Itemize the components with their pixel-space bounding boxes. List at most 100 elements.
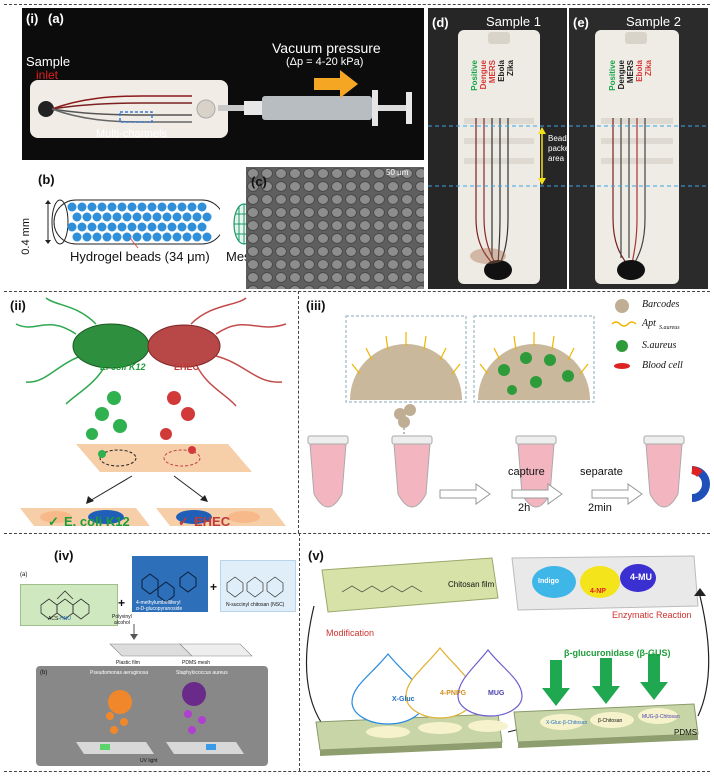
microfluidic-device-illustration: [30, 70, 412, 138]
hydrogel-beads-schematic: [45, 199, 220, 249]
bead-packed-label-2: packed: [548, 144, 574, 153]
channel-e-positive: Positive: [608, 60, 617, 91]
step-capture-label: capture: [508, 466, 545, 478]
pdms-mesh-label: PDMS mesh: [182, 660, 211, 666]
hydrogel-bead: [202, 212, 212, 222]
nsc-label: N-succinyl chitosan (NSC): [226, 602, 285, 608]
hydrogel-bead: [157, 202, 167, 212]
hydrogel-bead: [192, 232, 202, 242]
bead-packed-label-1: Bead: [548, 134, 567, 143]
acs-label: ACS-: [48, 616, 60, 622]
four-np-label: 4-NP: [590, 588, 606, 595]
hydrogel-bead: [172, 212, 182, 222]
divider-bottom: [4, 771, 710, 772]
hydrogel-bead: [202, 232, 212, 242]
hydrogel-bead: [127, 202, 137, 212]
panel-a-photo: [22, 8, 424, 160]
legend-barcodes: Barcodes: [642, 299, 680, 310]
hydrogel-bead: [137, 202, 147, 212]
time-2min-label: 2min: [588, 502, 612, 514]
sample-label: Sample: [26, 54, 71, 69]
hydrogel-bead: [187, 202, 197, 212]
pressure-range: (Δp = 4-20 kPa): [286, 56, 364, 68]
hydrogel-bead: [92, 232, 102, 242]
legend-apt: Apt: [642, 318, 656, 329]
check-icon-ecoli: ✓: [48, 514, 59, 529]
hydrogel-bead: [152, 232, 162, 242]
four-mu-label: 4-MU: [630, 572, 652, 582]
sample-tube: [309, 443, 347, 508]
tube-cap: [391, 435, 433, 445]
sample-1-device: [428, 30, 567, 284]
multi-channels-label: Multi-channels: [96, 128, 167, 140]
hydrogel-bead: [112, 232, 122, 242]
chitosan-film-label: Chitosan film: [448, 580, 495, 589]
channel-d-mers: MERS: [488, 60, 497, 84]
hydrogel-bead: [187, 222, 197, 232]
sample-tube: [645, 443, 683, 508]
polyvinyl-label-2: alcohol: [114, 620, 130, 626]
plastic-film-label: Plastic film: [116, 660, 140, 666]
channel-d-ebola: Ebola: [497, 60, 506, 82]
hydrogel-bead: [67, 222, 77, 232]
check-icon-ehec: ✓: [178, 514, 189, 529]
hydrogel-bead: [147, 202, 157, 212]
polyvinyl-label-1: Polyvinyl: [112, 614, 132, 620]
section-iii-label: (iii): [306, 298, 326, 313]
enzyme-label: β-glucuronidase (β-GUS): [564, 648, 671, 658]
diameter-label: 0.4 mm: [20, 218, 32, 255]
bacteria-1-label: Pseudomonas aeruginosa: [90, 670, 149, 676]
section-ii-label: (ii): [10, 298, 26, 313]
hydrogel-bead: [157, 222, 167, 232]
panel-e-label: (e): [573, 15, 589, 30]
step-separate-label: separate: [580, 466, 623, 478]
sample-1-title: Sample 1: [486, 14, 541, 29]
legend-saureus: S.aureus: [642, 340, 677, 351]
drop-4pnpg-label: 4-PNPG: [440, 690, 467, 697]
hydrogel-bead: [162, 232, 172, 242]
panel-d-label: (d): [432, 15, 449, 30]
section-v-label: (v): [308, 548, 324, 563]
chip-2-label: β-Chitosan: [598, 718, 623, 724]
scale-bar-label: 50 μm: [386, 168, 409, 177]
channel-e-zika: Zika: [644, 60, 653, 77]
hydrogel-bead: [197, 222, 207, 232]
hydrogel-bead: [182, 212, 192, 222]
divider-mid-row-3: [299, 533, 300, 771]
hydrogel-bead: [77, 202, 87, 212]
hydrogel-bead: [122, 232, 132, 242]
panel-c-label: (c): [251, 174, 267, 189]
chitosan-chip-schematic: [305, 555, 710, 756]
divider-mid-row-2: [298, 291, 299, 533]
drop-mug-label: MUG: [488, 690, 505, 697]
reagent-name-2: α-D-glucopyranoside: [136, 606, 183, 612]
section-i-label: (i): [26, 11, 39, 26]
sample-tube: [393, 443, 431, 508]
hydrogel-bead: [142, 232, 152, 242]
mug-molecule: [141, 571, 197, 603]
hydrogel-bead: [87, 202, 97, 212]
bacteria-detection-illustration: [76, 682, 244, 754]
sample-2-device: [569, 30, 708, 284]
enzymatic-reaction-label: Enzymatic Reaction: [612, 610, 692, 620]
iv-sub-b: (b): [40, 670, 48, 676]
result-ehec-label: EHEC: [194, 514, 231, 529]
hydrogel-bead: [147, 222, 157, 232]
sample-2-title: Sample 2: [626, 14, 681, 29]
divider-top: [4, 4, 710, 5]
bacteria-2-label: Staphylococcus aureus: [176, 670, 228, 676]
hydrogel-bead: [107, 202, 117, 212]
mug-box: [132, 556, 208, 612]
channel-e-ebola: Ebola: [635, 60, 644, 82]
hydrogel-bead: [87, 222, 97, 232]
panel-a-label: (a): [48, 11, 64, 26]
strain-1-label: E. coli K12: [100, 362, 146, 372]
panel-d-photo: [428, 8, 567, 289]
hydrogel-bead: [137, 222, 147, 232]
bacteria-test-box: [36, 666, 268, 766]
plus-icon-2: +: [210, 580, 218, 594]
uv-light-label: UV light: [140, 758, 158, 764]
nsc-molecule: [226, 576, 284, 598]
ecoli-ehec-schematic: [15, 297, 287, 526]
hydrogel-bead: [177, 222, 187, 232]
